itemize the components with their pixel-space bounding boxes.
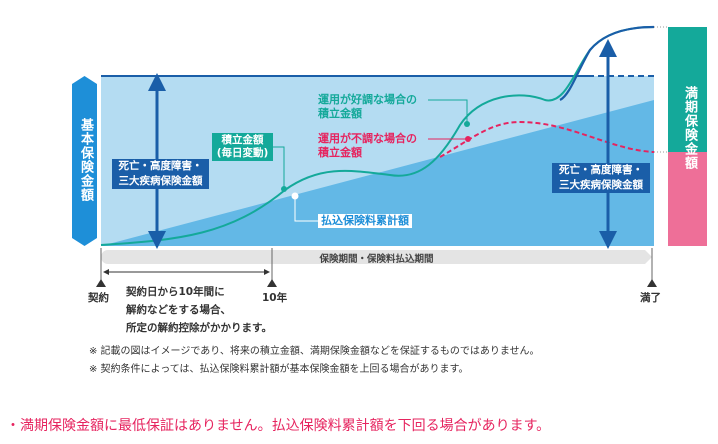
good-case-line2: 積立金額 — [318, 107, 362, 120]
note-1: ※ 記載の図はイメージであり、将来の積立金額、満期保険金額などを保証するものでは… — [89, 346, 540, 357]
death-benefit-line2: 三大疾病保険金額 — [118, 175, 203, 187]
maturity-bad-bar — [668, 152, 707, 246]
timeline-start: 契約 — [88, 292, 109, 304]
surrender-note-line2: 解約などをする場合、 — [126, 304, 231, 316]
period-bar — [101, 250, 652, 264]
note-2: ※ 契約条件によっては、払込保険料累計額が基本保険金額を上回る場合があります。 — [89, 364, 469, 375]
good-case-label: 運用が好調な場合の 積立金額 — [318, 93, 417, 121]
surrender-note-line3: 所定の解約控除がかかります。 — [126, 322, 272, 334]
warning-text: ・満期保険金額に最低保証はありません。払込保険料累計額を下回る場合があります。 — [6, 418, 551, 434]
bad-case-label: 運用が不調な場合の 積立金額 — [318, 132, 417, 160]
surrender-note: 契約日から10年間に 解約などをする場合、 所定の解約控除がかかります。 — [126, 283, 272, 337]
maturity-amount-label: 満期保険金額 — [682, 86, 697, 170]
good-case-line1: 運用が好調な場合の — [318, 93, 417, 106]
bad-case-line1: 運用が不調な場合の — [318, 132, 417, 145]
death-benefit-box-left: 死亡・高度障害・ 三大疾病保険金額 — [112, 159, 209, 189]
bad-case-line2: 積立金額 — [318, 146, 362, 159]
timeline-end: 満了 — [640, 292, 661, 304]
period-bar-label: 保険期間・保険料払込期間 — [319, 254, 434, 265]
accumulated-line1: 積立金額 — [221, 134, 264, 146]
basic-amount-tag — [72, 76, 97, 246]
maturity-good-bar — [668, 27, 707, 152]
bad-case-curve — [439, 120, 655, 158]
surrender-note-line1: 契約日から10年間に — [126, 286, 225, 298]
death-benefit-line1: 死亡・高度障害・ — [559, 164, 643, 176]
basic-amount-label: 基本保険金額 — [78, 118, 93, 202]
accumulated-line2: (毎日変動) — [216, 147, 269, 159]
death-benefit-box-right: 死亡・高度障害・ 三大疾病保険金額 — [552, 163, 650, 193]
death-benefit-line2: 三大疾病保険金額 — [559, 179, 643, 191]
death-benefit-line1: 死亡・高度障害・ — [118, 160, 203, 172]
accumulated-box: 積立金額 (毎日変動) — [212, 133, 273, 161]
premium-total-label: 払込保険料累計額 — [318, 214, 412, 228]
timeline-ten-years: 10年 — [262, 292, 288, 304]
